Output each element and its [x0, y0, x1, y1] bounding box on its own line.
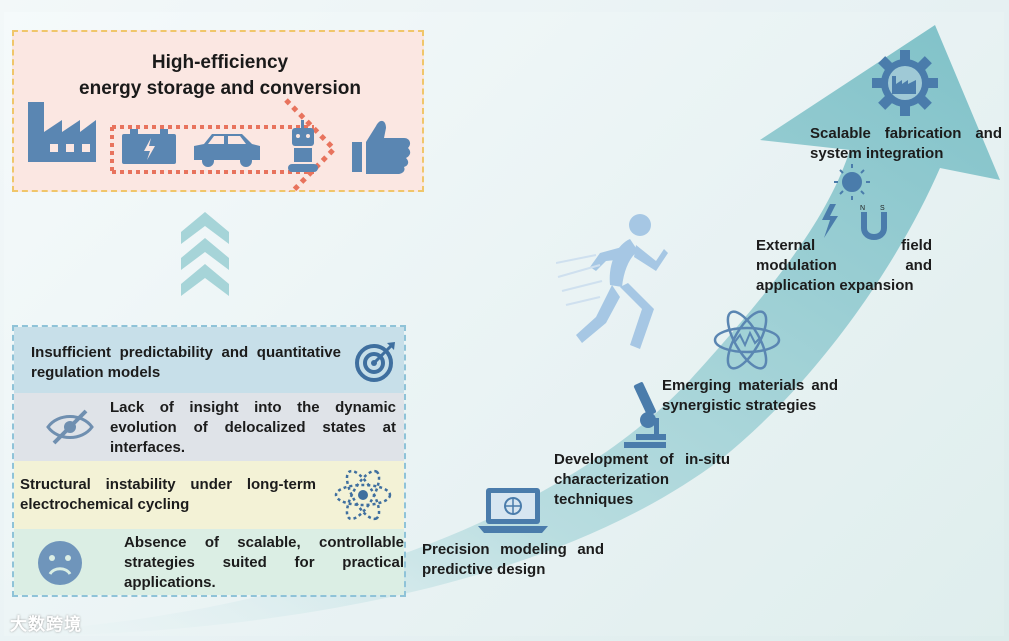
factory-icon	[28, 102, 96, 162]
stage-label-1: Precision modeling and predictive design	[422, 540, 604, 580]
watermark-logo: 大数跨境	[10, 610, 82, 635]
magnet-icon	[864, 212, 884, 237]
thumbs-up-icon	[352, 121, 410, 174]
microscope-icon	[620, 378, 668, 450]
svg-text:N: N	[860, 205, 865, 212]
sun-icon	[834, 164, 870, 200]
battery-icon	[122, 129, 176, 164]
challenge-row-2: Lack of insight into the dynamic evoluti…	[14, 393, 404, 461]
stage-label-2: Development of in-situ characterization …	[554, 450, 730, 510]
challenge-row-4: Absence of scalable, controllable strate…	[14, 529, 404, 595]
stage-label-4: External field modulation and applicatio…	[756, 236, 932, 296]
laptop-icon	[478, 486, 548, 536]
target-icon	[354, 339, 398, 383]
stage-label-5: Scalable fabrication and system integrat…	[810, 124, 1002, 164]
lightning-icon	[822, 204, 838, 238]
stage-label-3: Emerging materials and synergistic strat…	[662, 376, 838, 416]
sad-face-icon	[36, 539, 84, 587]
svg-text:S: S	[880, 205, 885, 212]
car-icon	[194, 134, 260, 167]
atom-icon	[712, 305, 782, 375]
atom-icon	[332, 465, 394, 525]
eye-slash-icon	[44, 407, 96, 447]
goal-icon-strip	[14, 32, 426, 192]
up-chevrons	[181, 210, 229, 298]
goal-box: High-efficiency energy storage and conve…	[12, 30, 424, 192]
challenge-text: Lack of insight into the dynamic evoluti…	[110, 398, 396, 458]
gear-factory-icon	[870, 48, 940, 118]
field-icon: N S	[818, 160, 890, 242]
runner-icon	[556, 205, 668, 373]
challenge-row-1: Insufficient predictability and quantita…	[14, 327, 404, 393]
challenges-panel: Insufficient predictability and quantita…	[12, 325, 406, 597]
challenge-text: Absence of scalable, controllable strate…	[124, 533, 404, 593]
challenge-text: Insufficient predictability and quantita…	[31, 343, 341, 383]
challenge-row-3: Structural instability under long-term e…	[14, 461, 404, 529]
challenge-text: Structural instability under long-term e…	[20, 475, 316, 515]
